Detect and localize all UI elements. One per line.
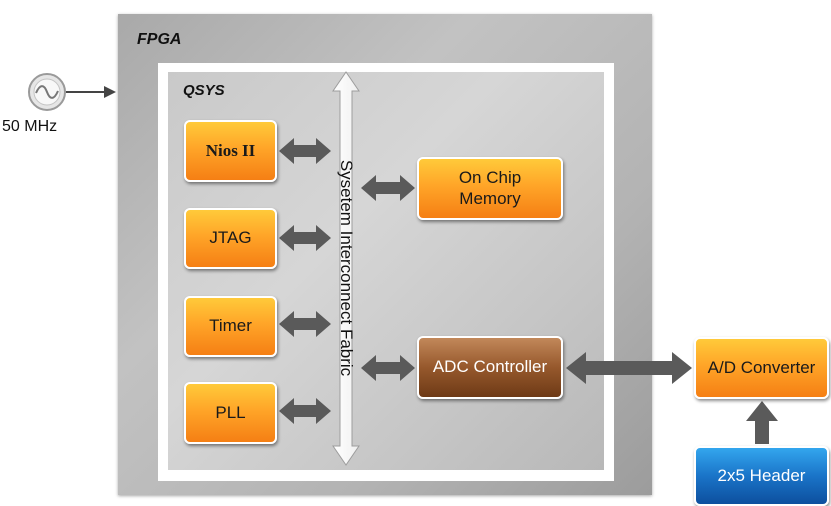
qsys-label: QSYS <box>183 82 225 99</box>
header-converter-arrow <box>746 401 778 444</box>
jtag-fabric-arrow <box>279 225 331 251</box>
interconnect-fabric-arrow <box>332 71 360 466</box>
pll-block: PLL <box>184 382 277 444</box>
header-block: 2x5 Header <box>694 446 829 506</box>
adc-controller-block: ADC Controller <box>417 336 563 399</box>
adc-converter-arrow <box>566 352 692 384</box>
adc-controller-label: ADC Controller <box>432 357 548 377</box>
header-label: 2x5 Header <box>717 465 806 485</box>
ad-converter-block: A/D Converter <box>694 337 829 399</box>
clock-arrow <box>66 86 116 98</box>
fabric-onchip-arrow <box>361 175 415 201</box>
oscillator-icon <box>28 73 66 111</box>
jtag-label: JTAG <box>209 228 252 248</box>
fabric-adc-arrow <box>361 355 415 381</box>
on-chip-memory-label-line1: On Chip <box>458 168 522 188</box>
jtag-block: JTAG <box>184 208 277 269</box>
ad-converter-label: A/D Converter <box>707 357 816 377</box>
fabric-label: Sysetem Interconnect Fabric <box>337 159 356 377</box>
nios-ii-label: Nios II <box>205 140 256 160</box>
on-chip-memory-block: On Chip Memory <box>417 157 563 220</box>
on-chip-memory-label-line2: Memory <box>459 188 521 208</box>
clock-label: 50 MHz <box>2 118 58 135</box>
timer-fabric-arrow <box>279 311 331 337</box>
timer-label: Timer <box>209 316 252 336</box>
pll-fabric-arrow <box>279 398 331 424</box>
pll-label: PLL <box>215 402 246 422</box>
nios-fabric-arrow <box>279 138 331 164</box>
nios-ii-block: Nios II <box>184 120 277 182</box>
timer-block: Timer <box>184 296 277 357</box>
fpga-label: FPGA <box>137 31 182 48</box>
